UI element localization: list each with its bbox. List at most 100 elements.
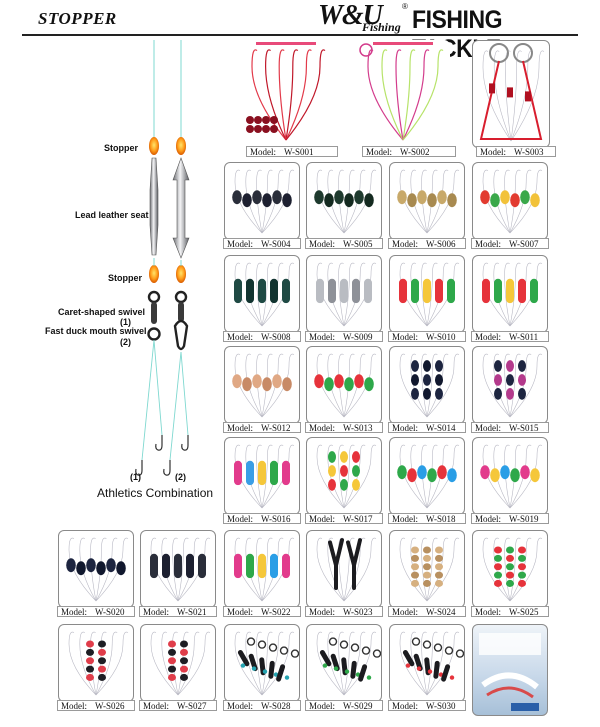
label-hook-1: (1) <box>130 472 141 482</box>
model-prefix: Model: <box>475 514 501 524</box>
product-image <box>150 631 211 696</box>
product-image <box>316 262 377 327</box>
product-card <box>306 162 382 240</box>
model-prefix: Model: <box>227 701 253 711</box>
model-label: Model:W-S013 <box>305 422 383 433</box>
product-image <box>399 353 460 418</box>
model-prefix: Model: <box>392 701 418 711</box>
product-card <box>224 162 300 240</box>
model-prefix: Model: <box>309 701 335 711</box>
model-code: W-S021 <box>177 607 207 617</box>
model-prefix: Model: <box>227 514 253 524</box>
product-image <box>482 353 543 418</box>
product-card <box>224 437 300 515</box>
rig-illustration <box>135 40 190 476</box>
model-code: W-S007 <box>509 239 539 249</box>
product-image <box>480 169 543 234</box>
model-label: Model: W-S023 <box>305 606 383 617</box>
product-card <box>472 346 548 424</box>
model-code: W-S029 <box>343 701 373 711</box>
model-label: Model:W-S022 <box>223 606 301 617</box>
product-image <box>234 631 299 696</box>
model-code: W-S030 <box>426 701 456 711</box>
model-prefix: Model: <box>475 332 501 342</box>
product-card <box>306 437 382 515</box>
product-image <box>399 537 460 602</box>
label-duck-swivel: Fast duck mouth swivel <box>45 326 147 336</box>
model-prefix: Model: <box>143 701 169 711</box>
label-duck-num: (2) <box>120 337 131 347</box>
model-prefix: Model: <box>392 514 418 524</box>
product-card <box>389 624 465 702</box>
model-code: W-S015 <box>509 423 539 433</box>
model-prefix: Model: <box>480 147 506 157</box>
stopper-bead-2 <box>176 137 186 155</box>
model-code: W-S022 <box>261 607 291 617</box>
model-label: Model:W-S025 <box>471 606 549 617</box>
model-label: Model: W-S007 <box>471 238 549 249</box>
product-image <box>399 262 460 327</box>
model-code: W-S004 <box>261 239 291 249</box>
model-code: W-S019 <box>509 514 539 524</box>
model-prefix: Model: <box>309 607 335 617</box>
product-image <box>314 353 377 418</box>
product-card <box>472 530 548 608</box>
product-image <box>234 537 295 602</box>
stopper-bead-3 <box>149 265 159 283</box>
product-image <box>359 42 444 141</box>
product-card <box>140 530 216 608</box>
product-card <box>306 624 382 702</box>
product-card <box>242 40 332 148</box>
model-code: W-S014 <box>426 423 456 433</box>
model-label: Model:W-S026 <box>57 700 135 711</box>
combination-caption: Athletics Combination <box>97 486 214 500</box>
model-label: Model:W-S008 <box>223 331 301 342</box>
product-image <box>397 444 460 509</box>
label-hook-2: (2) <box>175 472 186 482</box>
model-code: W-S023 <box>343 607 373 617</box>
product-card <box>224 624 300 702</box>
model-prefix: Model: <box>227 239 253 249</box>
model-label: Model:W-S015 <box>471 422 549 433</box>
model-label: Model:W-S011 <box>471 331 549 342</box>
product-image <box>234 444 295 509</box>
model-label: Model: W-S019 <box>471 513 549 524</box>
model-code: W-S012 <box>261 423 291 433</box>
product-card <box>389 255 465 333</box>
model-code: W-S017 <box>343 514 373 524</box>
model-label: Model: W-S016 <box>223 513 301 524</box>
product-card <box>472 162 548 240</box>
model-code: W-S006 <box>426 239 456 249</box>
model-code: W-S008 <box>261 332 291 342</box>
model-prefix: Model: <box>309 514 335 524</box>
model-label: Model: W-S004 <box>223 238 301 249</box>
logo-registered: ® <box>402 2 408 11</box>
model-label: Model:W-S020 <box>57 606 135 617</box>
product-image <box>316 537 377 602</box>
model-label: Model: W-S001 <box>246 146 338 157</box>
model-label: Model:W-S005 <box>305 238 383 249</box>
model-prefix: Model: <box>392 239 418 249</box>
model-code: W-S005 <box>343 239 373 249</box>
product-image <box>246 42 326 141</box>
product-image <box>482 262 543 327</box>
model-label: Model:W-S018 <box>388 513 466 524</box>
product-image <box>66 537 129 602</box>
model-prefix: Model: <box>475 607 501 617</box>
label-stopper-top: Stopper <box>104 143 139 153</box>
model-prefix: Model: <box>250 147 276 157</box>
model-prefix: Model: <box>475 239 501 249</box>
product-image <box>397 169 460 234</box>
model-code: W-S016 <box>261 514 291 524</box>
model-label: Model:W-S012 <box>223 422 301 433</box>
product-card <box>306 346 382 424</box>
product-card <box>389 437 465 515</box>
model-code: W-S001 <box>284 147 314 157</box>
product-image <box>314 169 377 234</box>
stopper-bead-1 <box>149 137 159 155</box>
product-image <box>232 169 295 234</box>
product-card <box>306 530 382 608</box>
product-image <box>399 631 464 696</box>
model-code: W-S002 <box>400 147 430 157</box>
product-card <box>224 530 300 608</box>
